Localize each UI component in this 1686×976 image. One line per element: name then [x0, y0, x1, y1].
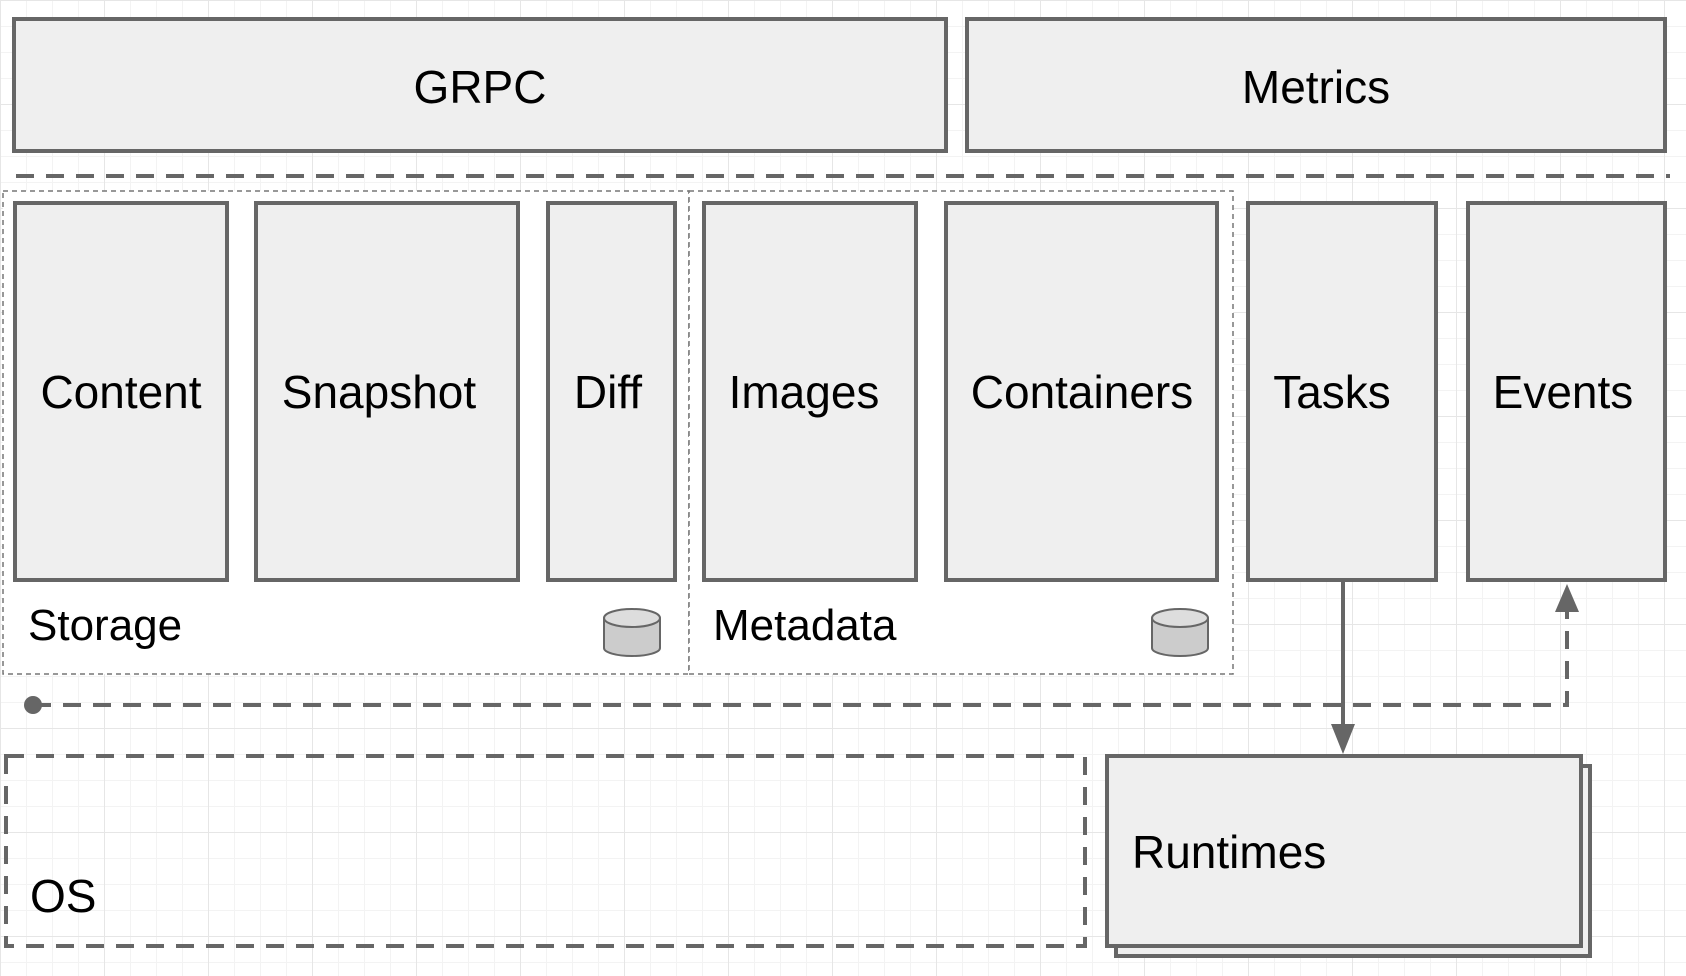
metrics-label: Metrics	[1242, 61, 1390, 113]
runtimes-arrowhead-icon	[1331, 724, 1355, 754]
grpc-box[interactable]: GRPC	[12, 17, 948, 153]
storage-database-icon	[603, 608, 661, 657]
event-arrowhead-icon	[1555, 584, 1579, 612]
content-label: Content	[40, 366, 201, 418]
images-box[interactable]: Images	[702, 201, 918, 582]
storage-group-label: Storage	[28, 601, 182, 650]
metadata-database-icon	[1151, 608, 1209, 657]
diff-box[interactable]: Diff	[546, 201, 677, 582]
content-box[interactable]: Content	[13, 201, 229, 582]
images-label: Images	[729, 366, 880, 418]
events-box[interactable]: Events	[1466, 201, 1667, 582]
containers-box[interactable]: Containers	[944, 201, 1219, 582]
grpc-label: GRPC	[414, 61, 547, 113]
containers-label: Containers	[971, 366, 1193, 418]
event-bus-line	[33, 600, 1569, 707]
tasks-label: Tasks	[1273, 366, 1391, 418]
events-label: Events	[1493, 366, 1634, 418]
tasks-box[interactable]: Tasks	[1246, 201, 1438, 582]
metrics-box[interactable]: Metrics	[965, 17, 1667, 153]
runtimes-box[interactable]: Runtimes	[1105, 754, 1592, 958]
runtimes-label: Runtimes	[1132, 826, 1326, 878]
snapshot-label: Snapshot	[282, 366, 477, 418]
tasks-to-runtimes-connector	[1331, 582, 1355, 754]
os-label: OS	[30, 870, 96, 922]
event-bus-connector	[24, 584, 1579, 714]
metadata-group-label: Metadata	[713, 601, 897, 650]
os-box[interactable]: OS	[4, 754, 1087, 948]
snapshot-box[interactable]: Snapshot	[254, 201, 520, 582]
diff-label: Diff	[574, 366, 642, 418]
